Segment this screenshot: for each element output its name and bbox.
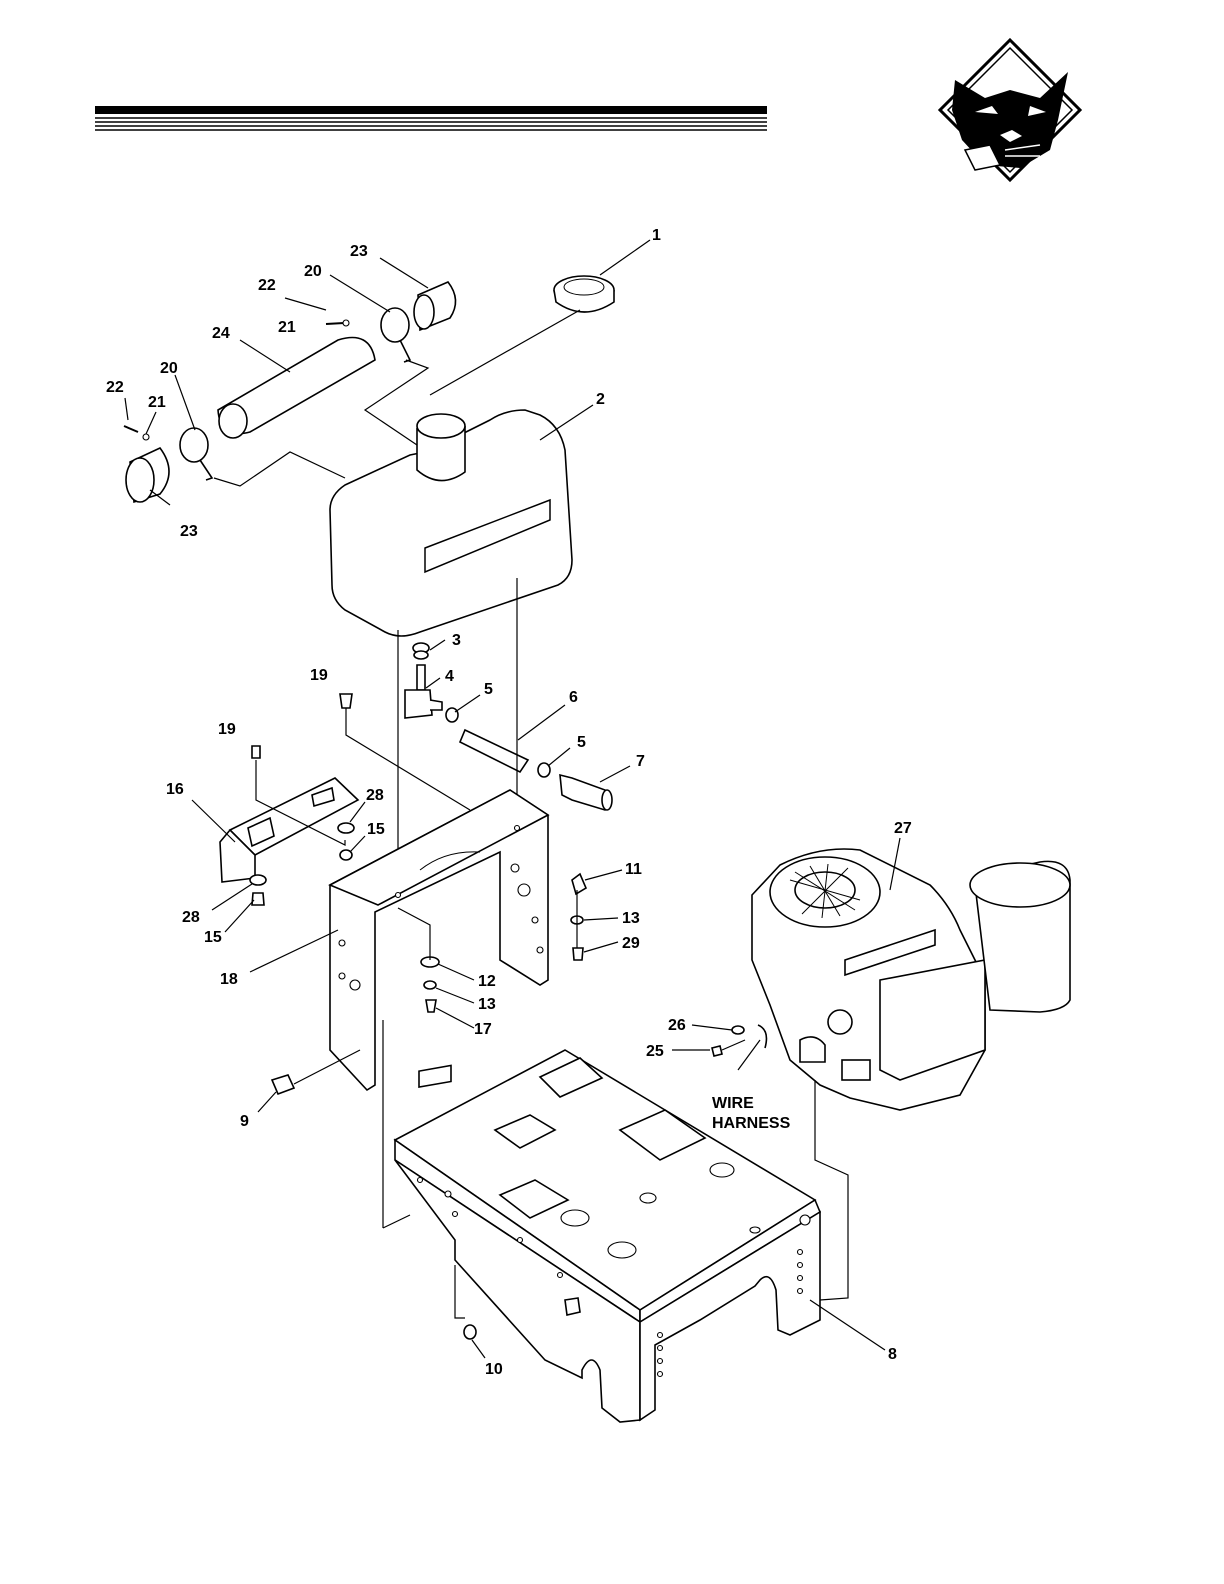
leader-cap (430, 310, 580, 395)
tank-bracket (220, 778, 358, 882)
callout: 21 (278, 319, 296, 336)
callout: 11 (625, 861, 642, 878)
callout: 13 (478, 996, 496, 1013)
callout: 18 (220, 971, 238, 988)
callout: 19 (218, 721, 236, 738)
main-frame (395, 1050, 820, 1422)
callout: 19 (310, 667, 328, 684)
callout: 16 (166, 781, 184, 798)
callout: 15 (204, 929, 222, 946)
callout: 22 (258, 277, 276, 294)
engine-mount-plate (330, 790, 548, 1090)
callout: 20 (160, 360, 178, 377)
callout: 28 (182, 909, 200, 926)
wire-harness-ground (712, 1025, 766, 1056)
callout: 29 (622, 935, 640, 952)
callout: 23 (350, 243, 368, 260)
callout: 25 (646, 1043, 664, 1060)
callout: 2 (596, 391, 605, 408)
callout: 7 (636, 753, 645, 770)
wire-harness-label: WIRE HARNESS (712, 1095, 791, 1132)
callout: 12 (478, 973, 496, 990)
frame-nut (464, 1325, 476, 1339)
wildcat-logo-icon (940, 40, 1080, 180)
callout: 22 (106, 379, 124, 396)
fuel-line (460, 730, 528, 772)
callout: 9 (240, 1113, 249, 1130)
vent-tube (218, 338, 375, 439)
callout: 21 (148, 394, 166, 411)
callout: 4 (445, 668, 454, 685)
header-rule (95, 106, 767, 130)
callout: 15 (367, 821, 385, 838)
callout: 5 (484, 681, 493, 698)
end-cap-upper (414, 282, 456, 330)
fuel-tank (330, 410, 572, 636)
callout: 24 (212, 325, 230, 342)
wire-harness-line2: HARNESS (712, 1115, 791, 1132)
callout: 28 (366, 787, 384, 804)
callout: 27 (894, 820, 912, 837)
engine (752, 849, 1070, 1110)
callout: 23 (180, 523, 198, 540)
grommet (413, 643, 429, 659)
callout: 13 (622, 910, 640, 927)
callout: 1 (652, 227, 661, 244)
callout: 6 (569, 689, 578, 706)
fuel-cap (554, 276, 614, 312)
callout: 17 (474, 1021, 492, 1038)
shutoff-valve (405, 665, 442, 718)
wire-harness-line1: WIRE (712, 1095, 754, 1112)
callout: 20 (304, 263, 322, 280)
hose-clamp-lower (180, 428, 212, 480)
end-cap-lower (126, 448, 169, 502)
callout: 5 (577, 734, 586, 751)
callout: 8 (888, 1346, 897, 1363)
callout: 3 (452, 632, 461, 649)
callout: 26 (668, 1017, 686, 1034)
hose-clamp-upper (381, 308, 410, 362)
callout: 10 (485, 1361, 503, 1378)
